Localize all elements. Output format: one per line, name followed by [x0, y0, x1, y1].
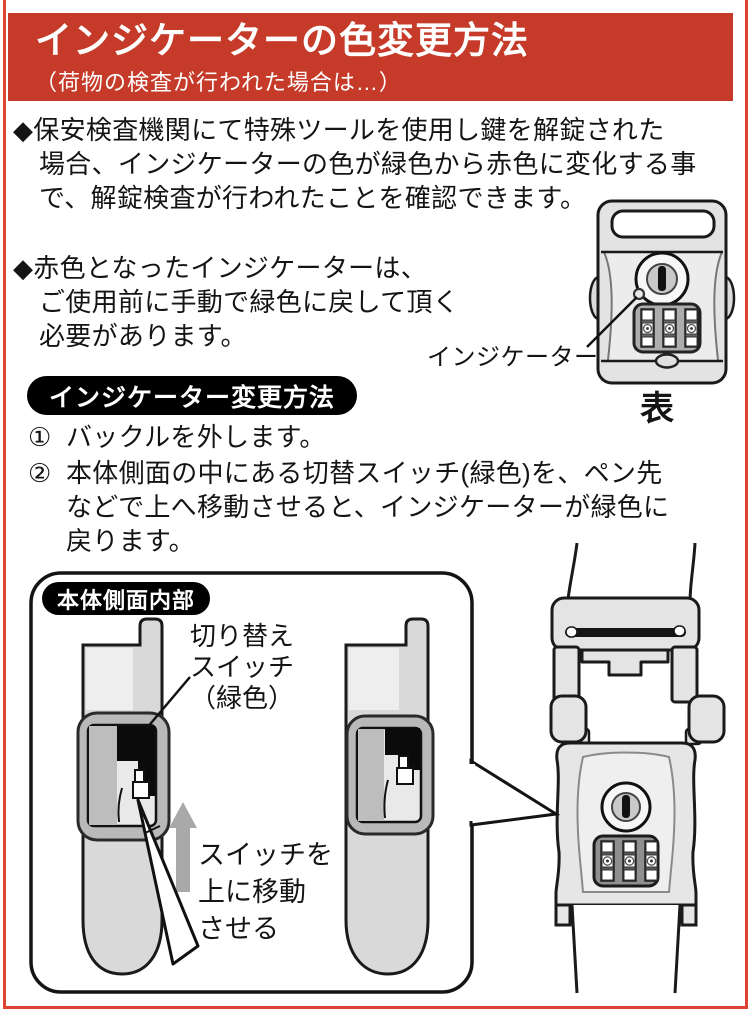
header: インジケーターの色変更方法 （荷物の検査が行われた場合は…） [8, 13, 733, 101]
release-button [654, 353, 680, 369]
text-line: などで上へ移動させると、インジケーターが緑色に [66, 492, 670, 522]
switch-track-opening [117, 726, 155, 796]
text-line: 戻ります。 [66, 526, 195, 556]
indicator-pointer-line [586, 296, 638, 348]
side-view-right [344, 617, 435, 976]
clip-hook-right [687, 694, 726, 744]
step-number: ② [28, 458, 52, 488]
clip-bar [550, 596, 701, 652]
indicator-label: インジケーター [427, 344, 599, 371]
dial-pad [632, 302, 702, 354]
text-line: ◆保安検査機関にて特殊ツールを使用し鍵を解錠された [13, 115, 665, 145]
text-line: バックルを外します。 [66, 422, 326, 452]
text-line: （緑色） [190, 683, 295, 713]
bottom-strap [570, 904, 682, 994]
text-line: スイッチを [198, 840, 333, 870]
clip-hook-left [549, 694, 588, 744]
method-heading: インジケーター変更方法 [27, 376, 358, 415]
text-line: 切り替え [190, 621, 295, 651]
text-line: ◆赤色となったインジケーターは、 [13, 253, 428, 283]
switch-label: 切り替え スイッチ （緑色） [190, 621, 294, 714]
clip-prong [580, 648, 670, 677]
keyhole-icon [634, 251, 690, 307]
intro-paragraph-2: ◆赤色となったインジケーターは、 ご使用前に手動で緑色に戻して頂く 必要がありま… [13, 251, 459, 353]
text-line: 場合、インジケーターの色が緑色から赤色に変化する事 [39, 149, 697, 179]
switch-diagram-illustration [29, 542, 726, 994]
page-title: インジケーターの色変更方法 [35, 20, 529, 61]
dial-pad [592, 834, 660, 888]
step-number: ① [28, 422, 52, 452]
side-view-left [76, 617, 200, 976]
text-line: 本体側面の中にある切替スイッチ(緑色)を、ペン先 [66, 458, 663, 488]
keyhole-icon [600, 781, 652, 833]
switch-pointer-line [145, 676, 191, 730]
buckle-front-body [588, 199, 736, 385]
up-arrow-icon [169, 802, 197, 828]
switch-track-opening [385, 728, 420, 770]
front-side-label: 表 [640, 390, 674, 428]
strap-slot [610, 209, 716, 239]
text-line: 上に移動 [198, 877, 306, 907]
text-line: スイッチ [190, 652, 295, 682]
text-line: させる [198, 914, 279, 944]
pen-illustration [136, 798, 200, 966]
move-switch-label: スイッチを 上に移動 させる [198, 837, 333, 948]
text-line: ご使用前に手動で緑色に戻して頂く [39, 287, 460, 317]
panel-label: 本体側面内部 [42, 582, 211, 615]
text-line: 必要があります。 [39, 321, 247, 351]
step-2: ② 本体側面の中にある切替スイッチ(緑色)を、ペン先 などで上へ移動させると、イ… [28, 456, 669, 558]
buckle-front-illustration [586, 199, 736, 385]
text-line: で、解錠検査が行われたことを確認できます。 [39, 183, 587, 213]
intro-paragraph-1: ◆保安検査機関にて特殊ツールを使用し鍵を解錠された 場合、インジケーターの色が緑… [13, 113, 697, 215]
buckle-separated-illustration [549, 542, 726, 994]
page-subtitle: （荷物の検査が行われた場合は…） [35, 70, 402, 95]
step-1: ① バックルを外します。 [28, 420, 326, 454]
